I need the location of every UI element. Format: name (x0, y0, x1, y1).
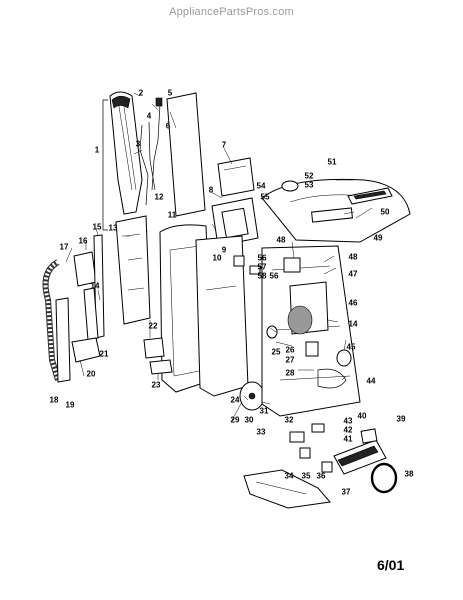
callout-10: 10 (212, 253, 222, 263)
callout-14b: 14 (348, 319, 358, 329)
callout-7: 7 (221, 140, 227, 150)
callout-12: 12 (154, 192, 164, 202)
callout-27: 27 (285, 355, 295, 365)
callout-1: 1 (94, 145, 100, 155)
callout-9: 9 (221, 245, 227, 255)
bottom-plate (243, 469, 331, 509)
callout-34: 34 (284, 471, 294, 481)
callout-36: 36 (316, 471, 326, 481)
callout-13: 13 (108, 223, 118, 233)
plug (151, 103, 161, 191)
belt-ring (370, 462, 398, 494)
callout-3: 3 (135, 139, 141, 149)
callout-55: 55 (260, 192, 270, 202)
callout-56b: 56 (269, 271, 279, 281)
callout-49: 49 (373, 233, 383, 243)
latch (233, 255, 245, 267)
callout-52: 52 (304, 171, 314, 181)
callout-24: 24 (230, 395, 240, 405)
upholstery-tool (71, 337, 101, 363)
callout-42: 42 (343, 425, 353, 435)
callout-21: 21 (99, 349, 109, 359)
callout-56: 56 (257, 253, 267, 263)
callout-39: 39 (396, 414, 406, 424)
bracket-part-1 (102, 99, 108, 231)
bottom-plate-clip (289, 431, 305, 443)
callout-41: 41 (343, 434, 353, 444)
callout-53: 53 (304, 180, 314, 190)
cord-hook (143, 337, 165, 359)
callout-25: 25 (271, 347, 281, 357)
watermark: AppliancePartsPros.com (169, 6, 294, 18)
callout-54: 54 (256, 181, 266, 191)
callout-20: 20 (86, 369, 96, 379)
callout-48a: 48 (276, 235, 286, 245)
callout-11: 11 (167, 210, 177, 220)
callout-33: 33 (256, 427, 266, 437)
callout-5: 5 (167, 88, 173, 98)
callout-2: 2 (138, 88, 144, 98)
callout-58: 58 (257, 271, 267, 281)
switch (283, 257, 301, 273)
wand-extension (55, 297, 71, 383)
belt (317, 368, 347, 389)
callout-16: 16 (78, 236, 88, 246)
callout-35: 35 (301, 471, 311, 481)
callout-26: 26 (285, 345, 295, 355)
callout-15: 15 (92, 222, 102, 232)
callout-4: 4 (146, 111, 152, 121)
indicator-knob (281, 180, 299, 192)
callout-14: 14 (90, 281, 100, 291)
callout-50: 50 (380, 207, 390, 217)
callout-40: 40 (357, 411, 367, 421)
front-wheel (336, 349, 352, 367)
callout-51: 51 (327, 157, 337, 167)
callout-22: 22 (148, 321, 158, 331)
label-plate (166, 92, 206, 217)
rear-housing (195, 235, 249, 397)
callout-37: 37 (341, 487, 351, 497)
foot-pedal (149, 359, 173, 375)
crevice-tool (83, 287, 99, 341)
callout-44: 44 (366, 376, 376, 386)
callout-6: 6 (165, 121, 171, 131)
date-code: 6/01 (377, 557, 405, 573)
callout-46: 46 (348, 298, 358, 308)
callout-31: 31 (259, 406, 269, 416)
callout-57: 57 (257, 262, 267, 272)
cord (139, 124, 149, 206)
callout-32: 32 (284, 415, 294, 425)
callout-18: 18 (49, 395, 59, 405)
callout-8: 8 (208, 185, 214, 195)
callout-38: 38 (404, 469, 414, 479)
callout-19: 19 (65, 400, 75, 410)
callout-29: 29 (230, 415, 240, 425)
callout-30: 30 (244, 415, 254, 425)
callout-28: 28 (285, 368, 295, 378)
callout-45: 45 (346, 342, 356, 352)
callout-48b: 48 (348, 252, 358, 262)
callout-17: 17 (59, 242, 69, 252)
handle-bracket (115, 215, 151, 325)
callout-23: 23 (151, 380, 161, 390)
filter-cover (217, 157, 255, 197)
callout-47: 47 (348, 269, 358, 279)
callout-43: 43 (343, 416, 353, 426)
